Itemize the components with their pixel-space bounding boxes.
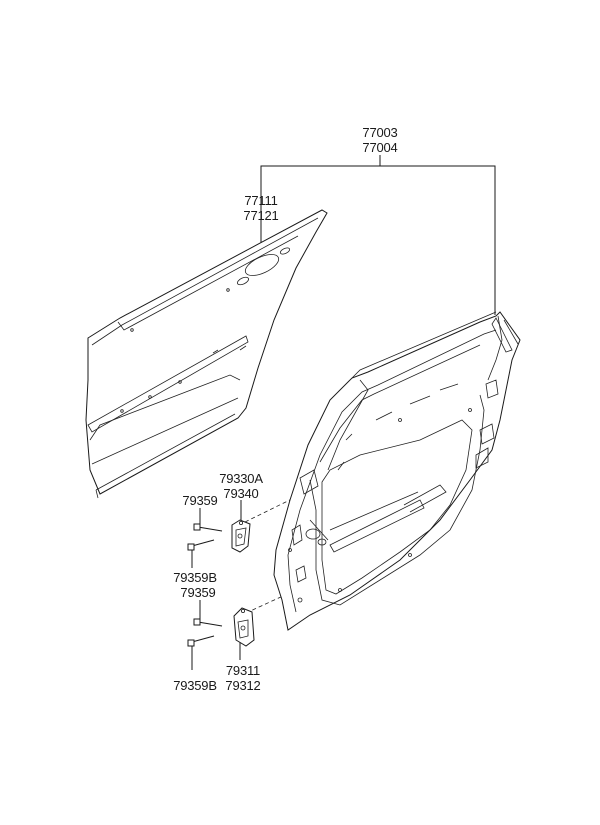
door-frame [273, 311, 521, 631]
bolt-lower-2 [187, 635, 215, 647]
callout-lower-hinge-lh: 79311 [225, 663, 261, 678]
callout-upper-hinge-rh: 79340 [223, 486, 259, 501]
callout-upper-hinge-lh: 79330A [219, 471, 263, 486]
bolt-lower-1 [193, 618, 223, 627]
upper-hinge [231, 519, 251, 553]
lower-hinge [233, 607, 255, 647]
bolt-upper-2 [187, 539, 215, 551]
callout-upper-bolt: 79359 [182, 493, 218, 508]
callout-lower-hinge-rh: 79312 [225, 678, 261, 693]
callout-outer-panel-rh: 77121 [243, 208, 279, 223]
callout-lower-bolt: 79359 [180, 585, 216, 600]
callout-upper-bolt-b: 79359B [173, 570, 217, 585]
callout-outer-panel-lh: 77111 [244, 193, 278, 208]
outer-door-panel [85, 209, 328, 499]
callout-door-assy-lh: 77003 [362, 125, 398, 140]
bolt-upper-1 [193, 523, 223, 532]
callout-door-assy-rh: 77004 [362, 140, 398, 155]
callout-lower-bolt-b: 79359B [173, 678, 217, 693]
